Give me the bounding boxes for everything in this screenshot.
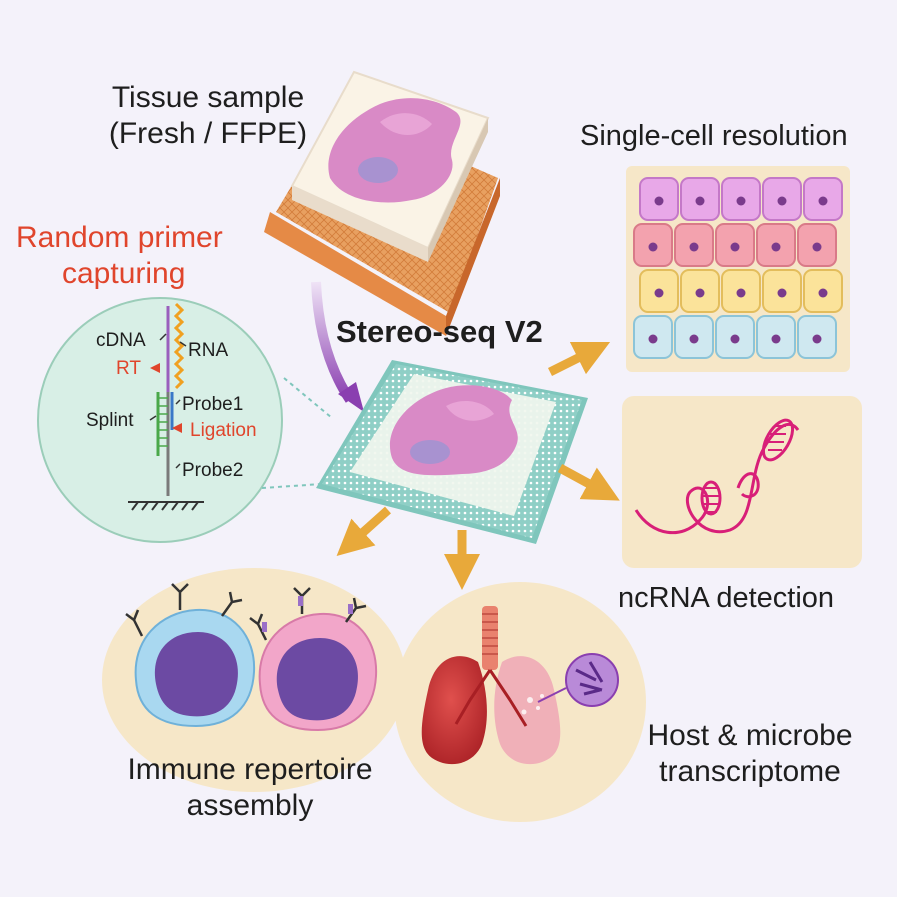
- host-microbe-label-line1: Host & microbe: [647, 719, 853, 752]
- cell-nucleus: [654, 288, 664, 298]
- cell-nucleus: [818, 288, 828, 298]
- probe-label-probe2: Probe2: [182, 460, 244, 481]
- cell-nucleus: [648, 334, 658, 344]
- cell-nucleus: [689, 242, 699, 252]
- cell-nucleus: [730, 242, 740, 252]
- random-primer-label-line1: Random primer: [16, 221, 223, 254]
- cell-nucleus: [695, 196, 705, 206]
- probe-label-splint: Splint: [86, 410, 134, 431]
- probe-diagram-icon: [37, 297, 333, 543]
- cell-nucleus: [736, 196, 746, 206]
- probe-label-probe1: Probe1: [182, 394, 244, 415]
- cell-nucleus: [818, 196, 828, 206]
- random-primer-label-line2: capturing: [62, 257, 186, 290]
- stereo-seq-title: Stereo-seq V2: [336, 314, 543, 349]
- probe-label-rna: RNA: [188, 340, 229, 361]
- cell-nucleus: [771, 334, 781, 344]
- antibody-cell-icon: [102, 568, 406, 792]
- single-cell-label: Single-cell resolution: [580, 120, 848, 152]
- stereo-chip-icon: [316, 360, 588, 544]
- cell-nucleus: [812, 334, 822, 344]
- cell-grid-icon: [626, 166, 850, 372]
- probe-label-ligation: Ligation: [190, 420, 257, 441]
- host-microbe-label-line2: transcriptome: [659, 755, 841, 788]
- tissue-label-line1: Tissue sample: [111, 81, 305, 114]
- immune-label-line1: Immune repertoire: [127, 753, 373, 786]
- cell-nucleus: [777, 196, 787, 206]
- cell-nucleus: [771, 242, 781, 252]
- cell-nucleus: [812, 242, 822, 252]
- rna-strand-icon: [622, 396, 862, 568]
- cell-nucleus: [777, 288, 787, 298]
- tissue-label-line2: (Fresh / FFPE): [108, 117, 308, 150]
- immune-label-line2: assembly: [186, 789, 314, 822]
- cell-nucleus: [689, 334, 699, 344]
- ncrna-label: ncRNA detection: [618, 582, 835, 614]
- flow-arrows-gold: [336, 341, 620, 590]
- cell-nucleus: [730, 334, 740, 344]
- flow-arrow-purple: [311, 281, 355, 403]
- cell-nucleus: [654, 196, 664, 206]
- lung-icon: [394, 582, 646, 822]
- probe-label-cdna: cDNA: [96, 330, 146, 351]
- cell-nucleus: [648, 242, 658, 252]
- flow-arrow-purple-head: [338, 382, 364, 412]
- cell-nucleus: [695, 288, 705, 298]
- probe-label-rt: RT: [116, 358, 141, 379]
- tissue-block-icon: [264, 70, 500, 336]
- cell-nucleus: [736, 288, 746, 298]
